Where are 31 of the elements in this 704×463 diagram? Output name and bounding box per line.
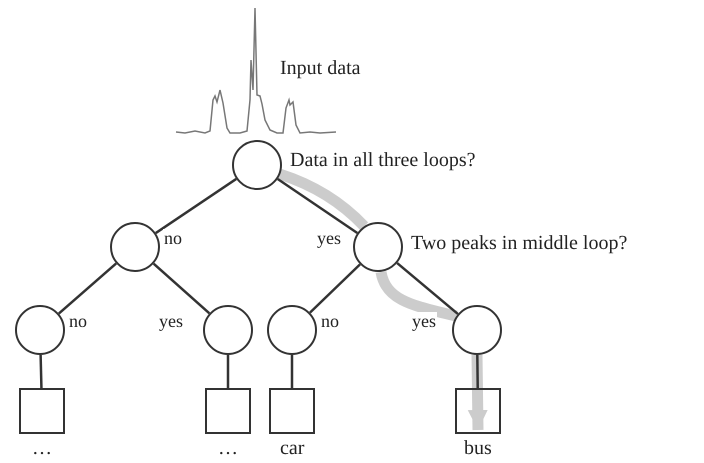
class-label: bus: [464, 438, 492, 458]
leaf-box: [19, 388, 65, 434]
class-label: car: [280, 438, 304, 458]
tree-edge: [290, 355, 294, 388]
highlighted-path-arrow: [468, 354, 488, 430]
input-label: Input data: [280, 58, 361, 78]
decision-circle: [452, 305, 502, 355]
tree-edge: [309, 263, 361, 314]
tree-edge: [152, 262, 210, 314]
decision-circle: [203, 305, 253, 355]
decision-circle: [110, 222, 160, 272]
decision-circle: [232, 140, 282, 190]
question-text: Data in all three loops?: [290, 150, 476, 170]
tree-edge: [58, 262, 117, 314]
tree-edge: [396, 262, 459, 315]
class-label: …: [218, 438, 238, 458]
leaf-box: [455, 388, 501, 434]
edge-label: yes: [411, 312, 437, 330]
tree-edge: [277, 178, 358, 234]
decision-circle: [15, 305, 65, 355]
class-label: …: [32, 438, 52, 458]
decision-circle: [267, 305, 317, 355]
leaf-box: [205, 388, 251, 434]
tree-edge: [476, 354, 479, 388]
question-text: Two peaks in middle loop?: [411, 233, 628, 253]
edge-label: no: [163, 229, 183, 247]
decision-circle: [353, 222, 403, 272]
tree-edge: [155, 178, 237, 234]
leaf-box: [269, 388, 315, 434]
tree-edge: [226, 355, 230, 388]
tree-edge: [39, 354, 43, 388]
